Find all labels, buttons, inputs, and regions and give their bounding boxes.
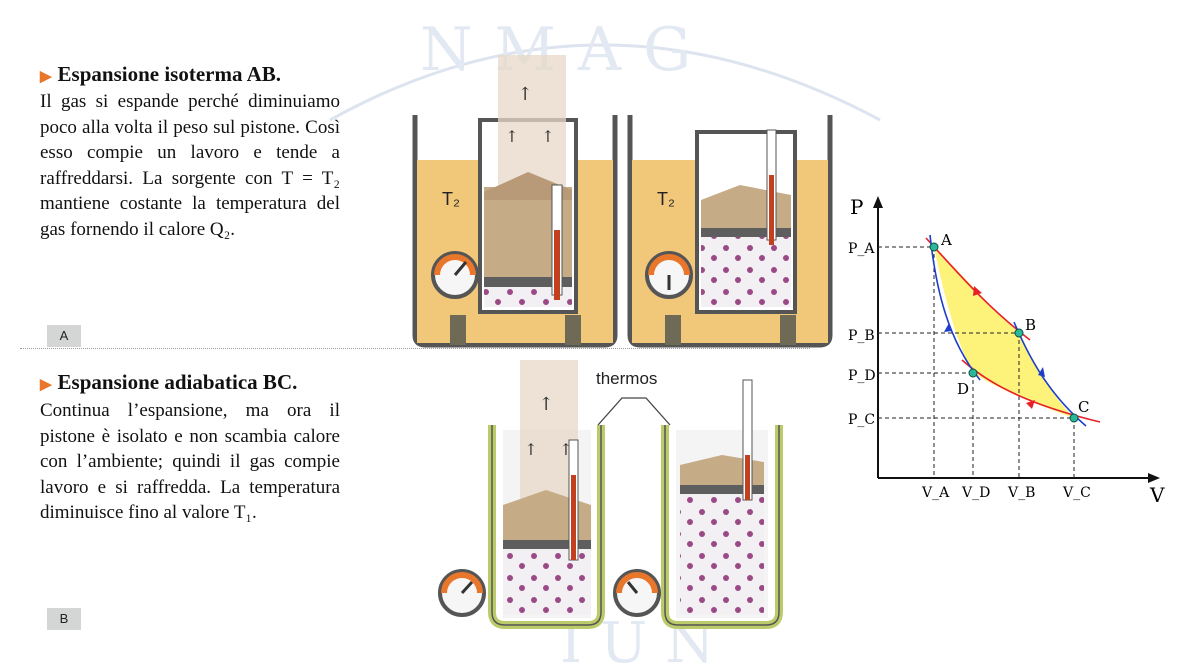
svg-text:↑: ↑ [505, 127, 518, 146]
x-axis-label: V [1149, 483, 1165, 507]
svg-text:↑: ↑ [559, 440, 572, 459]
point-b-label: B [1025, 316, 1036, 334]
section-a-title: ▶Espansione isoterma AB. [40, 62, 281, 86]
svg-text:IUN: IUN [560, 611, 732, 668]
svg-text:↑: ↑ [517, 84, 532, 105]
svg-text:↑: ↑ [524, 440, 537, 459]
tick-pc: P_C [848, 412, 875, 428]
tick-pb: P_B [848, 328, 875, 344]
thermos-adiabatic-1: ↑ ↑ ↑ [438, 360, 605, 629]
tick-pa: P_A [848, 241, 875, 257]
point-a-label: A [940, 231, 952, 249]
y-axis-label: P [850, 195, 863, 219]
tick-vd: V_D [961, 485, 990, 501]
section-b-tag: B [47, 608, 81, 630]
point-c-label: C [1078, 398, 1089, 416]
section-b-body: Continua l’espansione, ma ora il pistone… [40, 400, 340, 523]
tick-va: V_A [921, 485, 950, 501]
tick-vb: V_B [1007, 485, 1035, 501]
section-a-body: Il gas si espande perché diminuiamo poco… [40, 91, 340, 240]
svg-text:↑: ↑ [541, 127, 554, 146]
tick-pd: P_D [848, 368, 876, 384]
thermos-label: thermos [596, 369, 657, 388]
bullet-triangle-icon: ▶ [40, 69, 52, 85]
svg-text:↑: ↑ [538, 394, 553, 415]
beaker-isothermal-2: T₂ [627, 115, 833, 348]
section-b-title: ▶Espansione adiabatica BC. [40, 370, 298, 394]
reservoir-label: T₂ [442, 189, 460, 209]
section-divider [20, 348, 810, 349]
beaker-isothermal-1: ↑ ↑ ↑ T₂ [412, 55, 618, 348]
section-a-tag: A [47, 325, 81, 347]
thermos-pointer [597, 397, 671, 426]
pv-diagram: P V A B C D P_A P_B P_D P_C V_A V_D V_B … [848, 195, 1165, 507]
point-d-label: D [957, 380, 969, 398]
reservoir-label: T₂ [657, 189, 675, 209]
thermos-adiabatic-2 [613, 379, 783, 629]
tick-vc: V_C [1062, 485, 1091, 501]
bullet-triangle-icon: ▶ [40, 377, 52, 393]
